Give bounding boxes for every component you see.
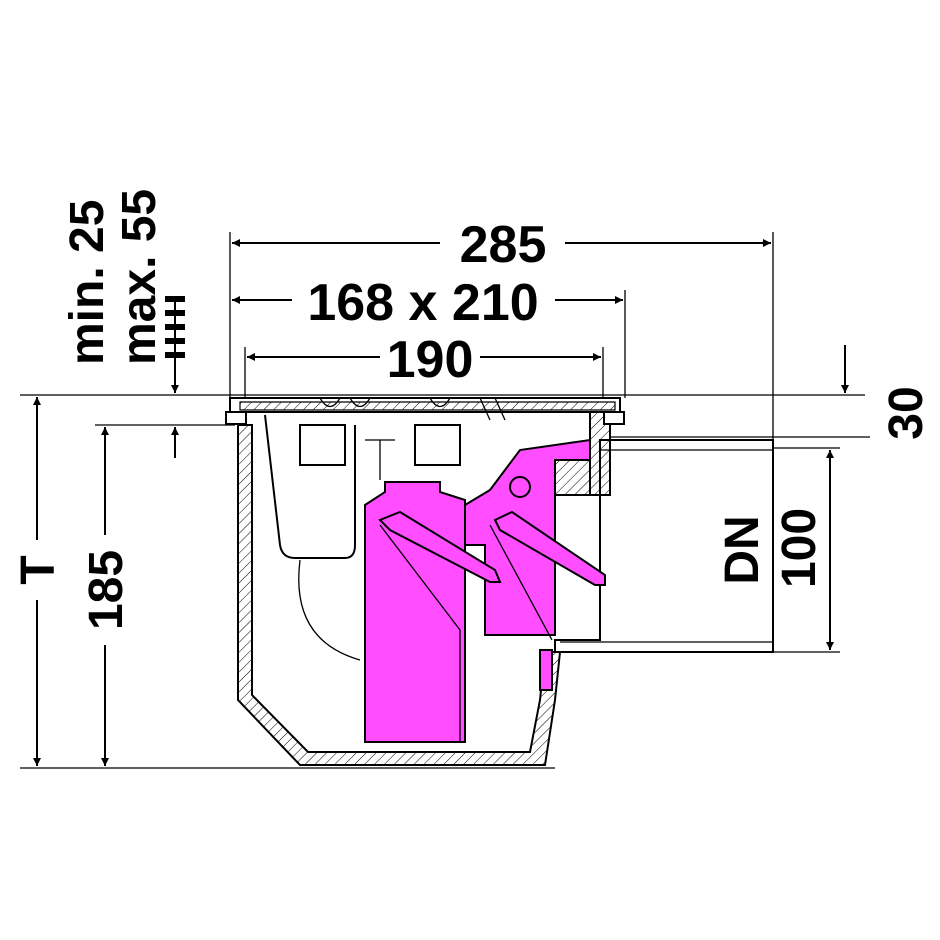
label-min-25: min. 25 [61,200,114,365]
label-max-55: max. 55 [113,189,166,365]
label-185: 185 [80,550,133,630]
label-30: 30 [880,386,933,439]
dimension-min-max [165,296,185,458]
odour-trap-insert [364,438,606,743]
reference-lines [20,232,870,769]
label-dn: DN [716,515,769,584]
label-100: 100 [773,508,826,588]
label-T: T [12,555,65,584]
label-190: 190 [387,331,474,389]
label-168x210: 168 x 210 [307,274,538,332]
label-285: 285 [460,216,547,274]
